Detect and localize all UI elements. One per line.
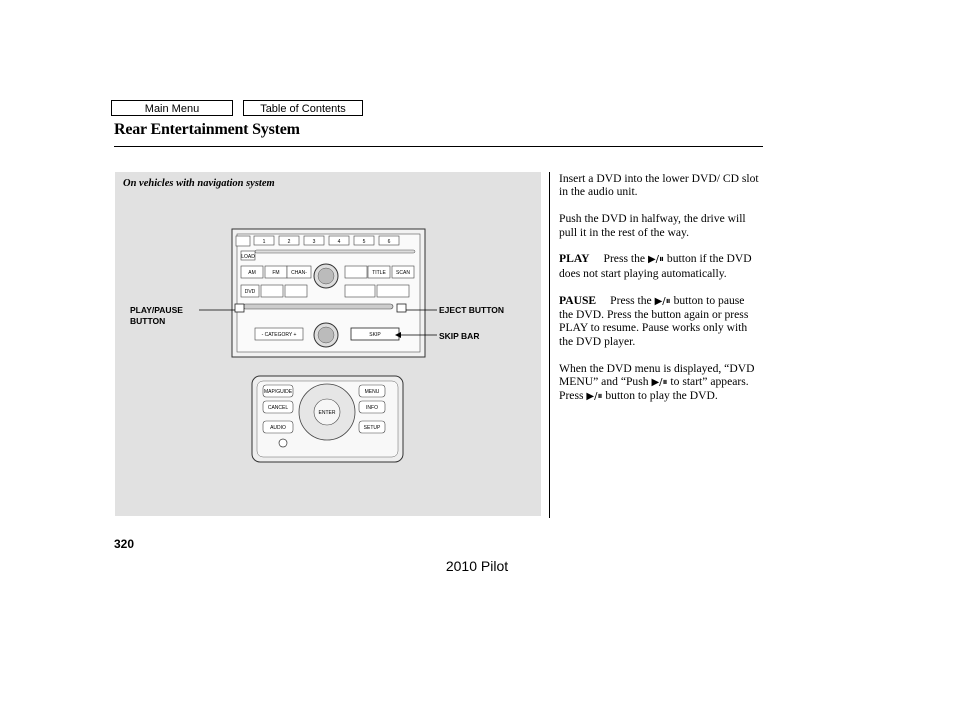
page-number: 320 (114, 537, 135, 551)
svg-text:ENTER: ENTER (319, 410, 336, 416)
svg-text:AUDIO: AUDIO (270, 425, 286, 431)
svg-text:MENU: MENU (365, 389, 380, 395)
svg-text:4: 4 (338, 239, 341, 245)
svg-text:SKIP: SKIP (369, 332, 381, 338)
svg-text:EJECT BUTTON: EJECT BUTTON (439, 305, 504, 315)
svg-text:5: 5 (363, 239, 366, 245)
svg-text:TITLE: TITLE (372, 270, 386, 276)
svg-text:1: 1 (263, 239, 266, 245)
paragraph-push: Push the DVD in halfway, the drive will … (559, 212, 746, 239)
audio-unit-illustration: 1 2 3 4 5 6 LOAD AM FM CHAN- TITLE SCAN … (130, 228, 504, 463)
section-title: Rear Entertainment System (114, 121, 300, 138)
svg-text:INFO: INFO (366, 405, 378, 411)
footer-model: 2010 Pilot (445, 558, 509, 574)
svg-text:SETUP: SETUP (364, 425, 381, 431)
paragraph-menu: When the DVD menu is displayed, “DVD MEN… (559, 361, 755, 403)
svg-text:SCAN: SCAN (396, 270, 410, 276)
play-pause-icon: ▶/⏸ (654, 295, 671, 307)
body-text: Insert a DVD into the lower DVD/ CD slot… (559, 172, 759, 417)
column-divider (549, 172, 550, 518)
preset-row: 1 2 3 4 5 6 (235, 235, 400, 247)
svg-text:3: 3 (313, 239, 316, 245)
play-pause-icon: ▶/⏸ (651, 377, 668, 389)
svg-text:CANCEL: CANCEL (268, 405, 289, 411)
play-pause-button (234, 303, 245, 313)
main-menu-button[interactable]: Main Menu (111, 100, 233, 116)
svg-text:SKIP BAR: SKIP BAR (439, 331, 479, 341)
play-pause-icon: ▶/⏸ (586, 391, 603, 403)
svg-text:PLAY/PAUSE: PLAY/PAUSE (130, 305, 183, 315)
svg-text:LOAD: LOAD (241, 254, 255, 260)
play-term: PLAY (559, 252, 590, 266)
figure-panel: On vehicles with navigation system 1 2 3… (115, 172, 541, 516)
svg-text:MAP/GUIDE: MAP/GUIDE (264, 389, 293, 395)
svg-text:DVD: DVD (245, 289, 256, 295)
svg-text:AM: AM (248, 270, 256, 276)
paragraph-insert: Insert a DVD into the lower DVD/ CD slot… (559, 172, 759, 199)
svg-text:FM: FM (272, 270, 279, 276)
svg-text:6: 6 (388, 239, 391, 245)
play-pause-icon: ▶/⏸ (647, 254, 665, 266)
svg-text:- CATEGORY +: - CATEGORY + (262, 332, 297, 338)
pause-term: PAUSE (559, 293, 597, 307)
figure-caption: On vehicles with navigation system (123, 178, 275, 189)
svg-text:CHAN-: CHAN- (291, 270, 307, 276)
svg-text:BUTTON: BUTTON (130, 316, 165, 326)
eject-button (396, 303, 407, 313)
title-divider (114, 146, 763, 147)
table-of-contents-button[interactable]: Table of Contents (243, 100, 363, 116)
svg-text:2: 2 (288, 239, 291, 245)
